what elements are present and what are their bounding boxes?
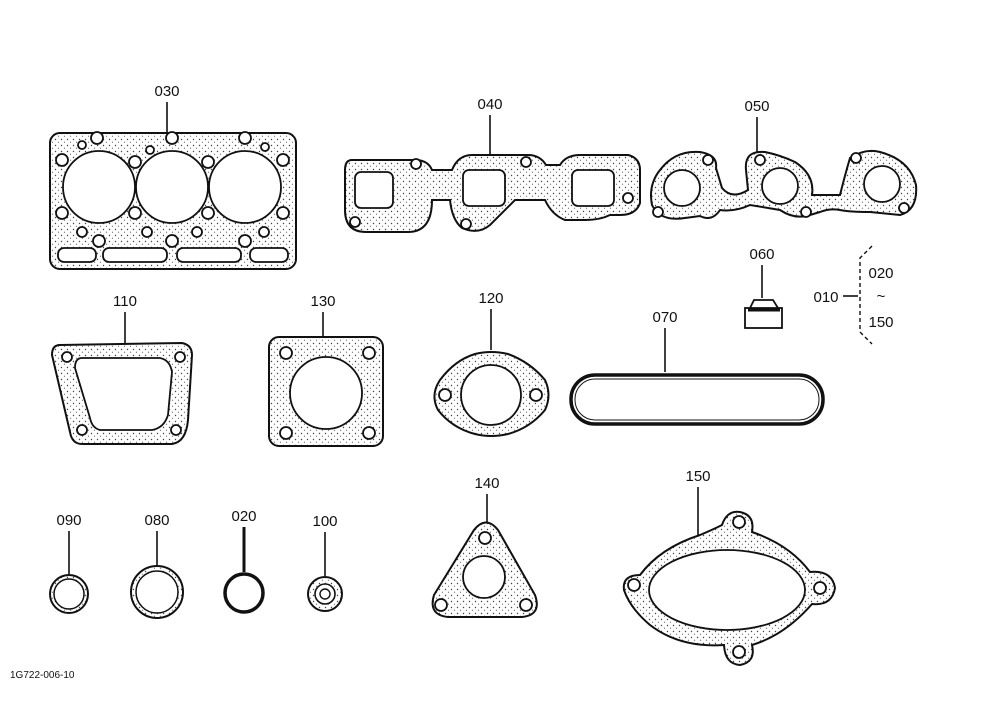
part-110-cover-gasket: 110: [50, 293, 194, 445]
intake-port-3: [571, 169, 615, 207]
label-100: 100: [312, 513, 337, 530]
range-tilde: ~: [877, 288, 886, 305]
figure-code: 1G722-006-10: [10, 670, 75, 681]
label-080: 080: [144, 512, 169, 529]
part-030-cylinder-head-gasket: 030: [49, 83, 297, 270]
part-070-rocker-cover-gasket: 070: [569, 309, 825, 426]
ring-090-inner: [53, 578, 85, 610]
part-140-triangular-gasket: 140: [431, 475, 538, 618]
label-050: 050: [744, 98, 769, 115]
intake-port-1: [354, 171, 394, 209]
oval-gasket-opening: [460, 364, 522, 426]
part-100-seal: 100: [307, 513, 343, 612]
rocker-gasket-inner: [574, 378, 820, 421]
cylinder-bore-1: [62, 150, 136, 224]
part-040-intake-manifold-gasket: 040: [344, 96, 641, 233]
rocker-gasket-outer: [569, 373, 825, 426]
range-bracket: [859, 245, 873, 345]
o-ring-020: [223, 572, 265, 614]
seal-lip: [748, 299, 780, 309]
cover-gasket-opening: [74, 357, 173, 431]
label-150: 150: [685, 468, 710, 485]
seal-100-inner: [319, 588, 331, 600]
exhaust-port-2: [761, 167, 799, 205]
bolt-holes: [55, 131, 290, 248]
label-020: 020: [231, 508, 256, 525]
exhaust-port-1: [663, 169, 701, 207]
kit-010-range: 010 020 ~ 150: [813, 245, 894, 345]
label-030: 030: [154, 83, 179, 100]
label-070: 070: [652, 309, 677, 326]
part-090-ring: 090: [49, 512, 89, 614]
part-060-valve-stem-seal: 060: [744, 246, 783, 329]
part-120-oval-gasket: 120: [433, 290, 550, 437]
part-050-exhaust-manifold-gasket: 050: [650, 98, 918, 220]
label-140: 140: [474, 475, 499, 492]
part-080-ring: 080: [130, 512, 184, 619]
label-110: 110: [113, 293, 137, 310]
label-130: 130: [310, 293, 335, 310]
range-start: 020: [868, 265, 893, 282]
exhaust-port-3: [863, 165, 901, 203]
intake-port-2: [462, 169, 506, 207]
range-end: 150: [868, 314, 893, 331]
label-090: 090: [56, 512, 81, 529]
label-040: 040: [477, 96, 502, 113]
water-passages: [57, 140, 289, 263]
large-oval-gasket-opening: [648, 549, 806, 631]
label-010: 010: [813, 289, 838, 306]
label-120: 120: [478, 290, 503, 307]
triangular-gasket-opening: [462, 555, 506, 599]
part-020-o-ring: 020: [223, 508, 265, 614]
cylinder-bore-2: [135, 150, 209, 224]
flange-opening: [289, 356, 363, 430]
part-150-large-oval-gasket: 150: [622, 468, 837, 667]
part-130-flange-gasket: 130: [268, 293, 384, 447]
cylinder-bore-3: [208, 150, 282, 224]
ring-080-inner: [135, 570, 179, 614]
label-060: 060: [749, 246, 774, 263]
